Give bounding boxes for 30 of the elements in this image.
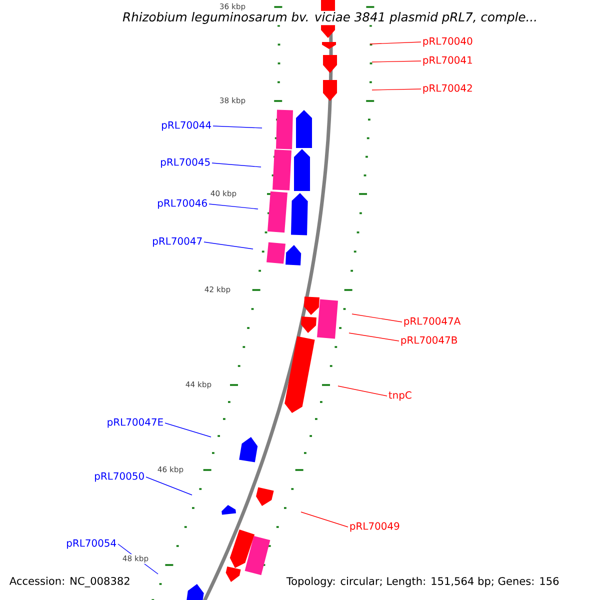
leader-line bbox=[348, 332, 400, 342]
leader-line bbox=[212, 162, 262, 168]
gene-label: pRL70047 bbox=[153, 237, 202, 247]
leader-line bbox=[164, 422, 212, 438]
leader-line bbox=[338, 386, 388, 396]
gene-label: pRL70040 bbox=[423, 37, 472, 47]
gene-label: pRL70045 bbox=[161, 158, 210, 168]
leader-line bbox=[146, 476, 192, 496]
leader-line bbox=[372, 60, 422, 62]
leader-line bbox=[208, 204, 258, 210]
gene-label: pRL70047E bbox=[108, 418, 163, 428]
title: Rhizobium leguminosarum bv. viciae 3841 plasmid pRL7, comple... bbox=[121, 10, 539, 26]
gene-label: pRL70046 bbox=[158, 199, 207, 209]
gene-label: pRL70041 bbox=[423, 56, 472, 66]
gene-label: pRL70047A bbox=[404, 317, 461, 327]
gene-label: pRL70042 bbox=[423, 84, 472, 94]
leader-line bbox=[372, 88, 422, 90]
leader-line bbox=[204, 242, 254, 250]
gene-label: pRL70044 bbox=[162, 121, 212, 131]
gene-label: tnpC bbox=[388, 391, 412, 401]
gene-label: pRL70047B bbox=[401, 336, 457, 346]
gene-label: pRL70054 bbox=[67, 539, 116, 549]
summary-text: Topology: circular; Length: 151,564 bp; Genes: 156 bbox=[286, 576, 559, 588]
gene-label: pRL70050 bbox=[95, 472, 144, 482]
accession-text: Accession: NC_008382 bbox=[9, 576, 130, 588]
gene-label: pRL70049 bbox=[350, 522, 400, 532]
leader-line bbox=[300, 512, 348, 528]
leader-line bbox=[212, 126, 262, 128]
leader-line bbox=[352, 314, 402, 322]
leader-line bbox=[370, 42, 422, 44]
